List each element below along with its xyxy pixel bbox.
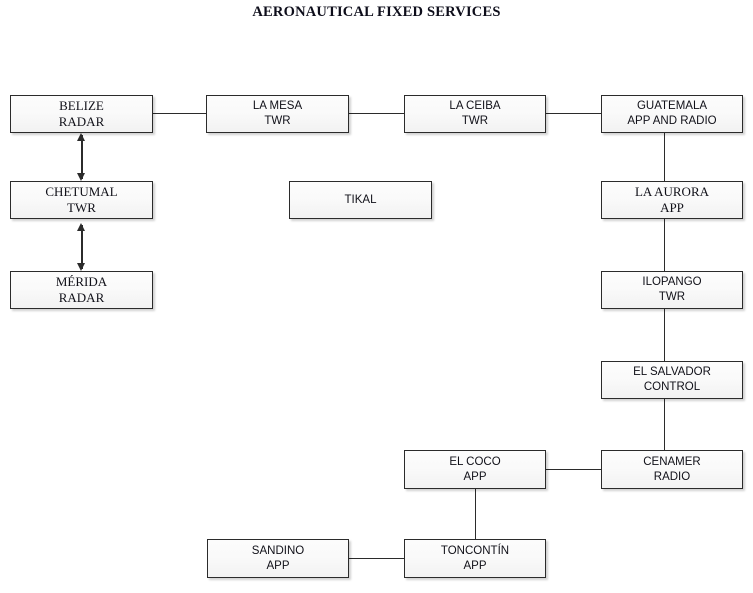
edge-el-coco-toncontin	[475, 489, 476, 540]
page-title: AERONAUTICAL FIXED SERVICES	[252, 4, 501, 20]
node-label-line1: CENAMER	[643, 455, 701, 468]
node-label-line2: RADAR	[58, 290, 105, 305]
node-label-line1: LA CEIBA	[449, 100, 501, 112]
node-tikal[interactable]: TIKAL	[289, 181, 432, 219]
edge-cenamer-el-coco	[546, 469, 602, 470]
node-la-aurora-app[interactable]: LA AURORA APP	[601, 181, 743, 219]
node-label-line2: TWR	[461, 115, 489, 127]
node-label-line2: APP	[463, 470, 487, 483]
node-guatemala-app-and-radio[interactable]: GUATEMALA APP AND RADIO	[601, 95, 743, 133]
edge-toncontin-sandino	[349, 558, 405, 559]
node-label-line2: TWR	[264, 115, 291, 127]
node-la-ceiba-twr[interactable]: LA CEIBA TWR	[404, 95, 546, 133]
arrowhead-up-icon	[77, 223, 85, 231]
node-label-line2: APP AND RADIO	[627, 115, 717, 127]
node-label-line1: TONCONTÍN	[440, 544, 510, 557]
edge-la-ceiba-guatemala	[546, 113, 602, 114]
node-cenamer-radio[interactable]: CENAMER RADIO	[601, 450, 743, 489]
edge-chetumal-merida	[81, 225, 83, 269]
edge-belize-chetumal	[81, 135, 83, 179]
node-label-line1: LA MESA	[252, 100, 303, 112]
node-el-coco-app[interactable]: EL COCO APP	[404, 450, 546, 489]
node-label-line1: BELIZE	[59, 98, 104, 113]
edge-belize-la-mesa	[153, 113, 207, 114]
node-label-line2: RADIO	[653, 470, 691, 483]
node-el-salvador-control[interactable]: EL SALVADOR CONTROL	[601, 361, 743, 399]
node-label-line1: EL COCO	[449, 455, 501, 468]
node-sandino-app[interactable]: SANDINO APP	[207, 539, 349, 578]
node-label-line1: GUATEMALA	[636, 100, 708, 112]
node-label-line1: MÉRIDA	[55, 274, 108, 289]
arrowhead-up-icon	[77, 133, 85, 141]
arrowhead-down-icon	[77, 173, 85, 181]
edge-el-salvador-cenamer	[664, 399, 665, 452]
node-label-line1: CHETUMAL	[45, 184, 118, 199]
edge-ilopango-el-salvador	[664, 309, 665, 363]
node-ilopango-twr[interactable]: ILOPANGO TWR	[601, 271, 743, 309]
node-label-line1: LA AURORA	[634, 184, 710, 199]
node-toncontin-app[interactable]: TONCONTÍN APP	[404, 539, 546, 578]
node-label-line2: APP	[463, 559, 487, 572]
node-label-line2: APP	[660, 200, 684, 215]
node-label-line2: TWR	[658, 291, 686, 303]
node-la-mesa-twr[interactable]: LA MESA TWR	[206, 95, 349, 133]
edge-la-aurora-ilopango	[664, 219, 665, 273]
node-label-line1: EL SALVADOR	[633, 366, 711, 378]
node-label-line1: SANDINO	[251, 544, 305, 557]
arrowhead-down-icon	[77, 263, 85, 271]
node-label-line2: TWR	[67, 200, 96, 215]
edge-guatemala-la-aurora	[664, 133, 665, 183]
node-label-line2: RADAR	[58, 114, 105, 129]
node-merida-radar[interactable]: MÉRIDA RADAR	[10, 271, 153, 309]
node-chetumal-twr[interactable]: CHETUMAL TWR	[10, 181, 153, 219]
node-label-line2: CONTROL	[643, 381, 701, 393]
node-belize-radar[interactable]: BELIZE RADAR	[10, 95, 153, 133]
node-label-line1: ILOPANGO	[642, 276, 702, 288]
node-label-line2: APP	[266, 559, 290, 572]
node-label-line1: TIKAL	[344, 193, 377, 206]
edge-la-mesa-la-ceiba	[349, 113, 405, 114]
